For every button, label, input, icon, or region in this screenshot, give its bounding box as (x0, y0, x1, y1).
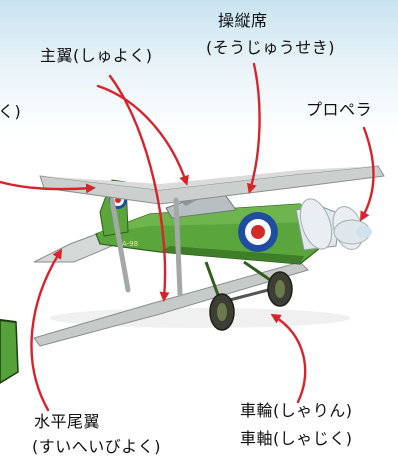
lower-wing (33, 261, 309, 347)
arrow-horizontal-tail (30, 248, 63, 412)
arrow-left-cut (0, 180, 96, 194)
left-green-object (0, 319, 19, 384)
label-cockpit-2: (そうじゅうせき) (206, 38, 335, 57)
label-cockpit-1: 操縦席 (218, 11, 268, 30)
label-horizontal-tail-2: (すいへいびよく) (32, 437, 161, 456)
arrow-cockpit (246, 62, 261, 194)
label-horizontal-tail-1: 水平尾翼 (34, 412, 101, 431)
arrow-main-wing-upper (96, 84, 189, 186)
fuselage-roundel (238, 212, 278, 252)
arrow-wheels (270, 313, 307, 404)
arrow-propeller (360, 126, 375, 222)
arrow-main-wing-lower (108, 74, 170, 302)
wing-struts (109, 197, 183, 297)
label-wheels: 車輪(しゃりん) (240, 401, 353, 420)
label-left-cut: く) (0, 102, 22, 121)
label-main-wing: 主翼(しゅよく) (40, 46, 153, 65)
svg-text:A-98: A-98 (122, 240, 138, 248)
label-propeller: プロペラ (306, 100, 373, 119)
label-axle: 車軸(しゃじく) (240, 429, 353, 448)
propeller (299, 198, 372, 250)
upper-wing (39, 165, 385, 205)
landing-gear (204, 260, 293, 331)
